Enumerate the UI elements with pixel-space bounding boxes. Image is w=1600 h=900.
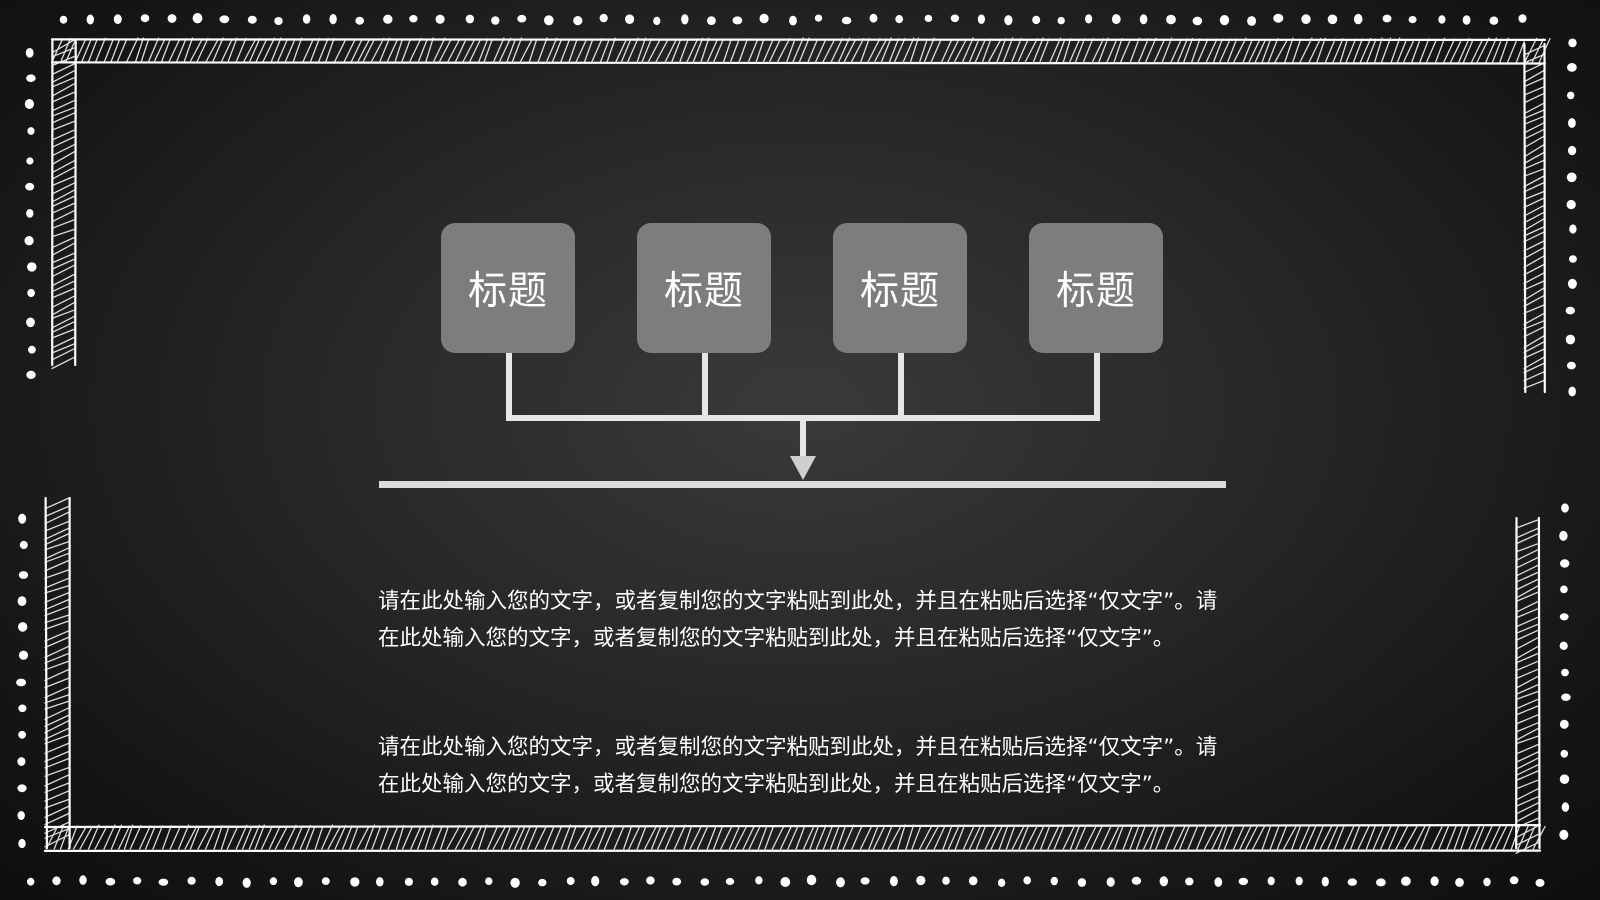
title-box-label: 标题 [859,269,940,314]
chalk-frame [43,37,1551,854]
chalk-dots-border [16,13,1577,888]
body-text: 请在此处输入您的文字，或者复制您的文字粘贴到此处，并且在粘贴后选择“仅文字”。请… [378,511,1226,876]
title-box-2: 标题 [637,223,771,353]
title-box-1: 标题 [441,223,575,353]
title-box-label: 标题 [663,269,744,314]
body-paragraph-1: 请在此处输入您的文字，或者复制您的文字粘贴到此处，并且在粘贴后选择“仅文字”。请… [378,589,1218,651]
arrow-down-icon [790,456,816,480]
connector-lines [506,352,1100,458]
body-paragraph-2: 请在此处输入您的文字，或者复制您的文字粘贴到此处，并且在粘贴后选择“仅文字”。请… [378,735,1218,797]
title-box-3: 标题 [833,223,967,353]
title-box-label: 标题 [467,269,548,314]
title-box-4: 标题 [1029,223,1163,353]
divider-line [379,481,1226,488]
title-box-label: 标题 [1055,269,1136,314]
